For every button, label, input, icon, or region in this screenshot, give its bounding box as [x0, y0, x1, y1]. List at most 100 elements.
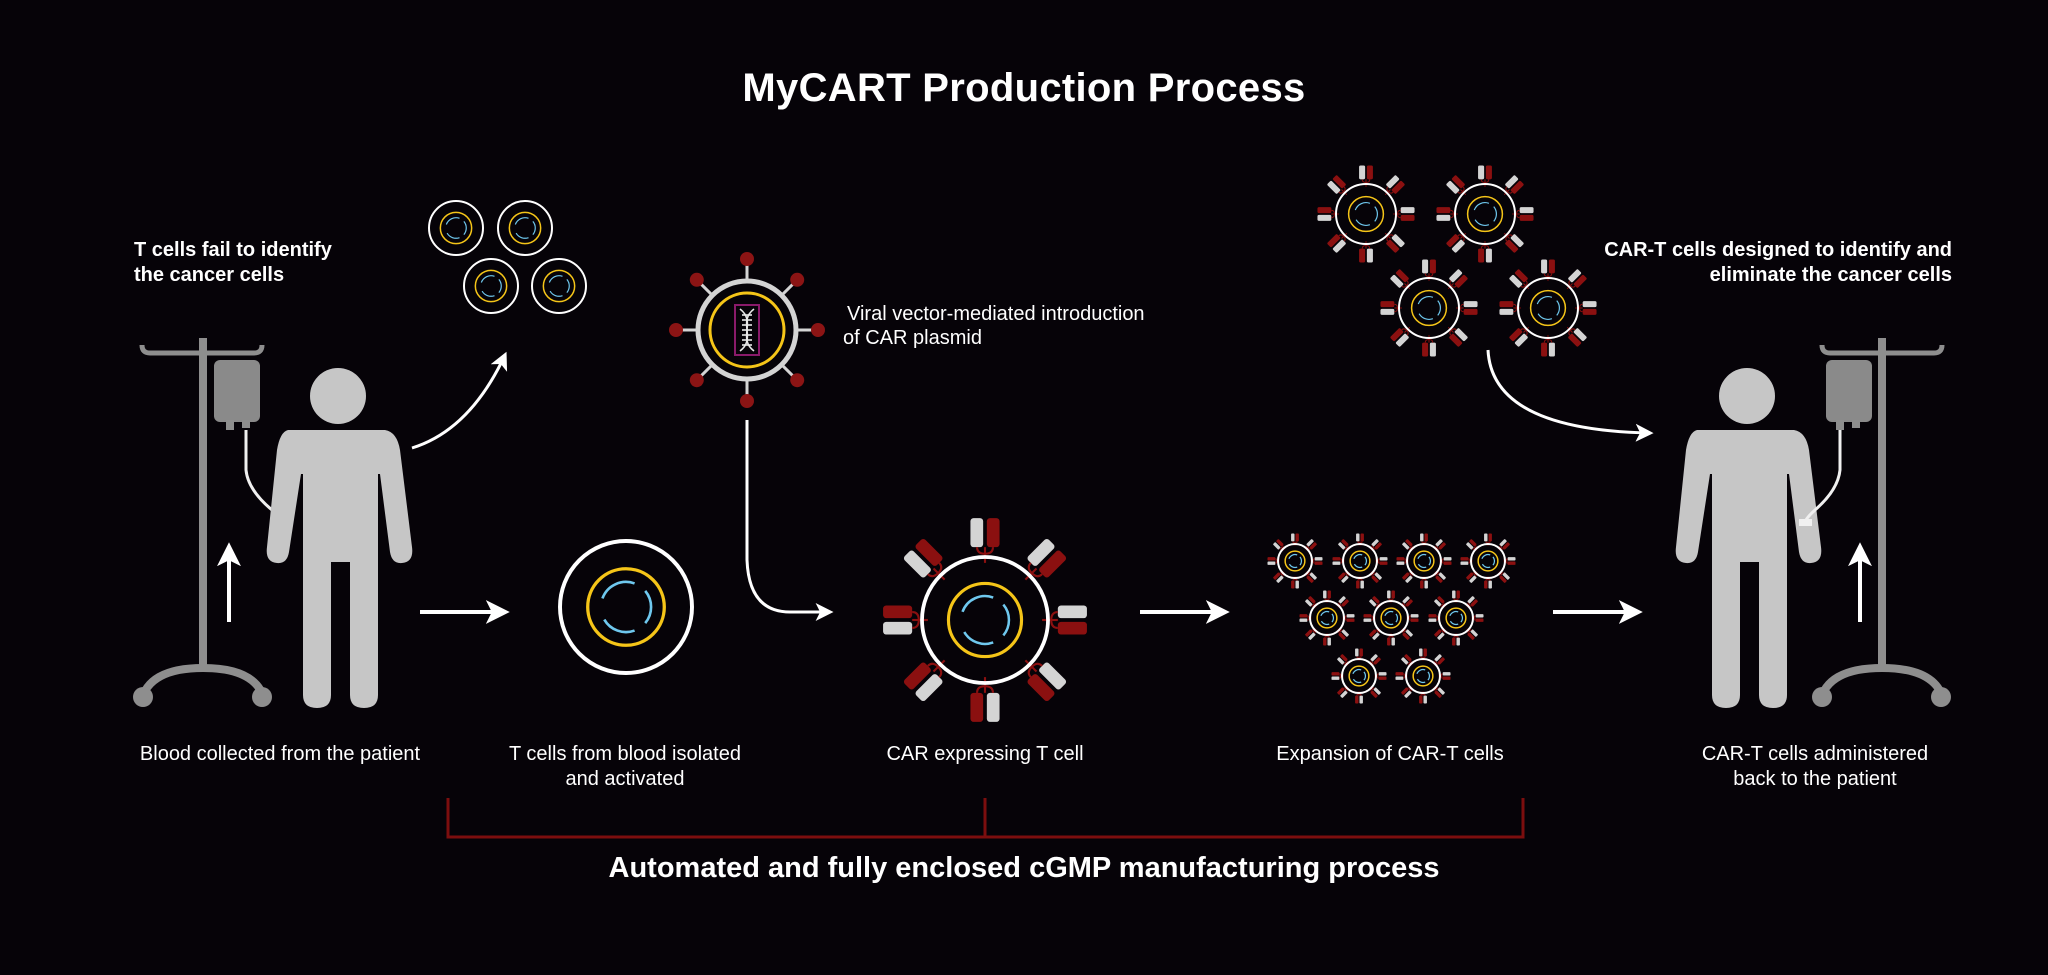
- car-receptor: [1369, 686, 1381, 698]
- cell-membrane: [1341, 658, 1377, 694]
- t-cell-cluster-icon: [428, 200, 587, 314]
- car-receptor: [1337, 654, 1349, 666]
- dna-dash: [644, 590, 653, 624]
- step-label-line: T cells from blood isolated: [509, 743, 741, 765]
- car-t-cell: [1380, 259, 1478, 357]
- manufacturing-bracket: [446, 798, 1525, 839]
- car-receptor: [1323, 590, 1331, 603]
- t-cell: [497, 200, 553, 256]
- car-t-cell: [1428, 590, 1484, 646]
- nucleus-ring: [1466, 195, 1504, 233]
- cell-membrane: [497, 200, 553, 256]
- dna-dash: [1493, 206, 1497, 222]
- virus-spike: [669, 323, 683, 337]
- t-cell-body: [1517, 277, 1579, 339]
- car-receptor: [1305, 571, 1317, 583]
- car-receptor: [1390, 269, 1411, 290]
- cell-membrane: [558, 539, 694, 675]
- dna-dash: [1428, 556, 1431, 566]
- car-t-cell: [1460, 533, 1516, 589]
- virus-spike: [790, 373, 805, 388]
- step-label-line: CAR-T cells administered: [1701, 743, 1929, 765]
- car-receptor: [1434, 596, 1446, 608]
- car-receptor: [1402, 571, 1414, 583]
- page-title: MyCART Production Process: [742, 66, 1306, 110]
- virus-spike: [740, 394, 754, 408]
- car-receptor: [1273, 571, 1285, 583]
- car-receptor: [1402, 539, 1414, 551]
- cell-membrane: [1277, 543, 1313, 579]
- dna-dash: [1320, 610, 1330, 617]
- nucleus-ring: [1347, 195, 1385, 233]
- car-receptor: [1566, 326, 1587, 347]
- car-receptor: [1338, 571, 1350, 583]
- nucleus-ring: [1412, 665, 1434, 687]
- nucleus-ring: [1477, 550, 1499, 572]
- dna-dash: [1395, 613, 1398, 623]
- dna-dash: [1427, 671, 1430, 681]
- car-t-cell: [1267, 533, 1323, 589]
- car-receptor: [1422, 259, 1436, 281]
- cell-membrane: [1454, 183, 1516, 245]
- car-receptor: [1466, 571, 1478, 583]
- virus-spike: [790, 272, 805, 287]
- dna-dash: [1536, 296, 1553, 305]
- car-receptor: [1401, 654, 1413, 666]
- car-t-cell: [1395, 648, 1451, 704]
- dna-dash: [1352, 678, 1362, 684]
- patient-iv-icon: [133, 338, 413, 708]
- dna-dash: [548, 275, 563, 283]
- dna-dash: [549, 290, 563, 297]
- car-t-cell: [1396, 533, 1452, 589]
- car-receptor: [1498, 539, 1510, 551]
- dna-dash: [532, 221, 536, 235]
- car-receptor: [1503, 232, 1524, 253]
- cell-membrane: [1406, 543, 1442, 579]
- cell-membrane: [463, 258, 519, 314]
- cell-membrane: [1517, 277, 1579, 339]
- car-receptor: [1355, 691, 1363, 704]
- t-cell-body: [1342, 543, 1378, 579]
- person-figure: [1675, 368, 1822, 708]
- car-receptor: [1433, 654, 1445, 666]
- car-receptor: [1541, 259, 1555, 281]
- dna-dash: [1320, 620, 1330, 626]
- virus-spike: [689, 272, 704, 287]
- annotation-line: Viral vector-mediated introduction: [847, 303, 1145, 325]
- dna-dash: [1288, 553, 1298, 560]
- patient-iv-icon: [1675, 338, 1951, 708]
- car-receptor: [1478, 165, 1492, 187]
- car-receptor: [1337, 596, 1349, 608]
- dna-dash: [1363, 671, 1366, 681]
- car-receptor: [1363, 614, 1376, 622]
- virus-capsid: [695, 278, 799, 382]
- virus-spike-stem: [780, 363, 795, 378]
- cell-membrane: [428, 200, 484, 256]
- car-t-cell-cluster-icon: [1267, 533, 1516, 704]
- elbow-arrow-icon: [745, 420, 834, 621]
- dna-dash: [1537, 313, 1553, 320]
- step-label-line: and activated: [565, 768, 685, 790]
- car-receptor: [1447, 326, 1468, 347]
- annotation-line: T cells fail to identify: [134, 239, 332, 261]
- nucleus-ring: [439, 211, 473, 245]
- car-receptor: [1387, 590, 1395, 603]
- dna-dash: [463, 221, 467, 235]
- dna-dash: [1288, 563, 1298, 569]
- car-receptor: [1401, 596, 1413, 608]
- car-receptor: [1273, 539, 1285, 551]
- virus-spike: [811, 323, 825, 337]
- car-receptor: [1338, 539, 1350, 551]
- cell-membrane: [1438, 600, 1474, 636]
- car-receptor: [1503, 175, 1524, 196]
- t-cell: [428, 200, 484, 256]
- car-receptor: [1337, 686, 1349, 698]
- car-receptor: [1433, 686, 1445, 698]
- dna-dash: [1417, 553, 1427, 560]
- t-cell: [558, 539, 694, 675]
- cell-membrane: [1373, 600, 1409, 636]
- car-receptor: [1369, 596, 1381, 608]
- dna-dash: [1384, 620, 1394, 626]
- car-t-cell-cluster-icon: [1317, 165, 1597, 357]
- car-receptor: [1369, 628, 1381, 640]
